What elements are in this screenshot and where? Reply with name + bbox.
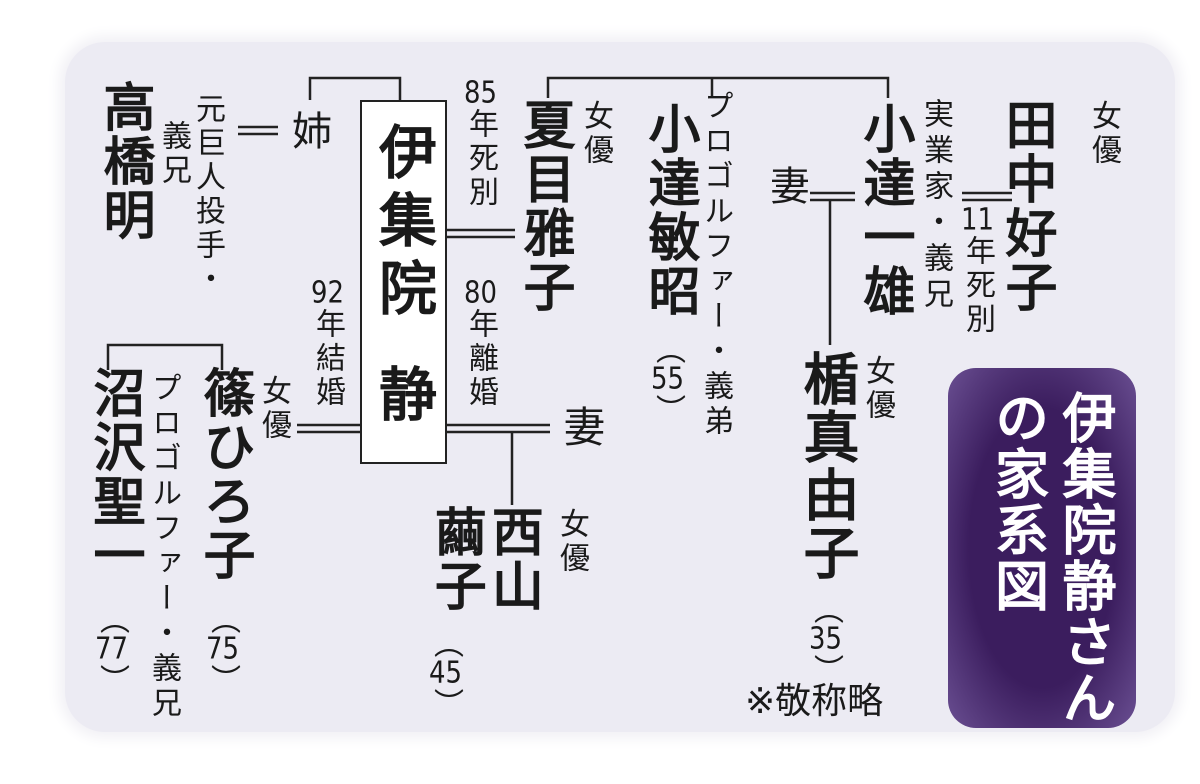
person-numazawa-role: プロゴルファー・義兄 — [146, 372, 181, 722]
marriage-line-ijuin-shino — [297, 423, 360, 434]
person-tate-age: 35 — [809, 594, 842, 684]
age-value: 77 — [95, 634, 128, 664]
sibling-bracket-natsume — [546, 76, 890, 98]
relation-tanaka: 11年死別 — [960, 205, 995, 337]
relation-year: 11 — [961, 205, 994, 235]
title-line-1: 伊集院静さん — [1053, 390, 1116, 726]
age-value: 55 — [651, 364, 684, 394]
person-toshiaki-name: 小達敏昭 — [639, 102, 699, 318]
marriage-line-ijuin-natsume — [445, 228, 515, 239]
person-numazawa-age: 77 — [95, 604, 128, 694]
honorifics-omitted-note: ※敬称略 — [745, 681, 884, 722]
person-nishiyama-role: 女優 — [554, 508, 589, 576]
person-kazuo-name: 小達一雄 — [854, 102, 914, 318]
person-tate-name: 楯真由子 — [794, 350, 859, 582]
person-takahashi-name: 高橋明 — [94, 80, 154, 242]
person-tanaka-name: 田中好子 — [996, 98, 1056, 314]
relation-first-wife: 80年離婚 — [463, 278, 498, 410]
person-shino-name: 篠ひろ子 — [194, 366, 254, 582]
title-line-2: の家系図 — [985, 390, 1049, 614]
relation-natsume: 85年死別 — [463, 78, 498, 210]
age-value: 75 — [206, 634, 239, 664]
relation-shino: 92年結婚 — [310, 278, 345, 410]
person-tate-role: 女優 — [860, 355, 895, 423]
person-nishiyama-name: 西山繭子 — [425, 505, 543, 613]
relation-text: 年死別 — [463, 108, 498, 210]
center-name-given: 静 — [369, 364, 437, 432]
age-value: 35 — [809, 624, 842, 654]
person-numazawa-name: 沼沢聖一 — [84, 366, 144, 582]
relation-year: 85 — [464, 78, 497, 108]
marriage-line-kazuo-tanaka — [962, 191, 1012, 202]
title-box: 伊集院静さん の家系図 — [948, 368, 1136, 728]
center-name-family: 伊集院 — [369, 122, 437, 326]
person-takahashi-role-1: 元巨人投手・ — [190, 93, 225, 297]
relation-text: 年離婚 — [463, 308, 498, 410]
center-person-box: 伊集院 静 — [360, 100, 447, 464]
person-shino-role: 女優 — [256, 375, 291, 443]
person-takahashi-role-2: 義兄 — [156, 120, 191, 188]
sibling-bracket-ijuin — [308, 76, 402, 100]
relation-text: 年結婚 — [310, 308, 345, 410]
person-natsume-role: 女優 — [578, 100, 613, 168]
person-toshiaki-age: 55 — [651, 334, 684, 424]
marriage-line-ijuin-first-wife — [445, 423, 550, 505]
marriage-line-wife-kazuo — [810, 191, 855, 345]
person-tanaka-role: 女優 — [1086, 100, 1121, 168]
marriage-line-takahashi-sister — [238, 125, 278, 136]
person-shino-age: 75 — [206, 604, 239, 694]
person-nishiyama-age: 45 — [429, 628, 462, 718]
first-wife-label: 妻 — [557, 405, 606, 447]
person-natsume-name: 夏目雅子 — [514, 98, 574, 314]
person-kazuo-role: 実業家・義兄 — [918, 98, 953, 314]
relation-text: 年死別 — [960, 235, 995, 337]
person-toshiaki-role: プロゴルファー・義弟 — [698, 90, 733, 440]
sister-label: 姉 — [285, 110, 331, 150]
age-value: 45 — [429, 658, 462, 688]
relation-year: 80 — [464, 278, 497, 308]
title-text: 伊集院静さん の家系図 — [983, 390, 1118, 726]
sibling-bracket-shino — [106, 343, 224, 370]
kazuo-wife-label: 妻 — [763, 165, 809, 205]
relation-year: 92 — [311, 278, 344, 308]
